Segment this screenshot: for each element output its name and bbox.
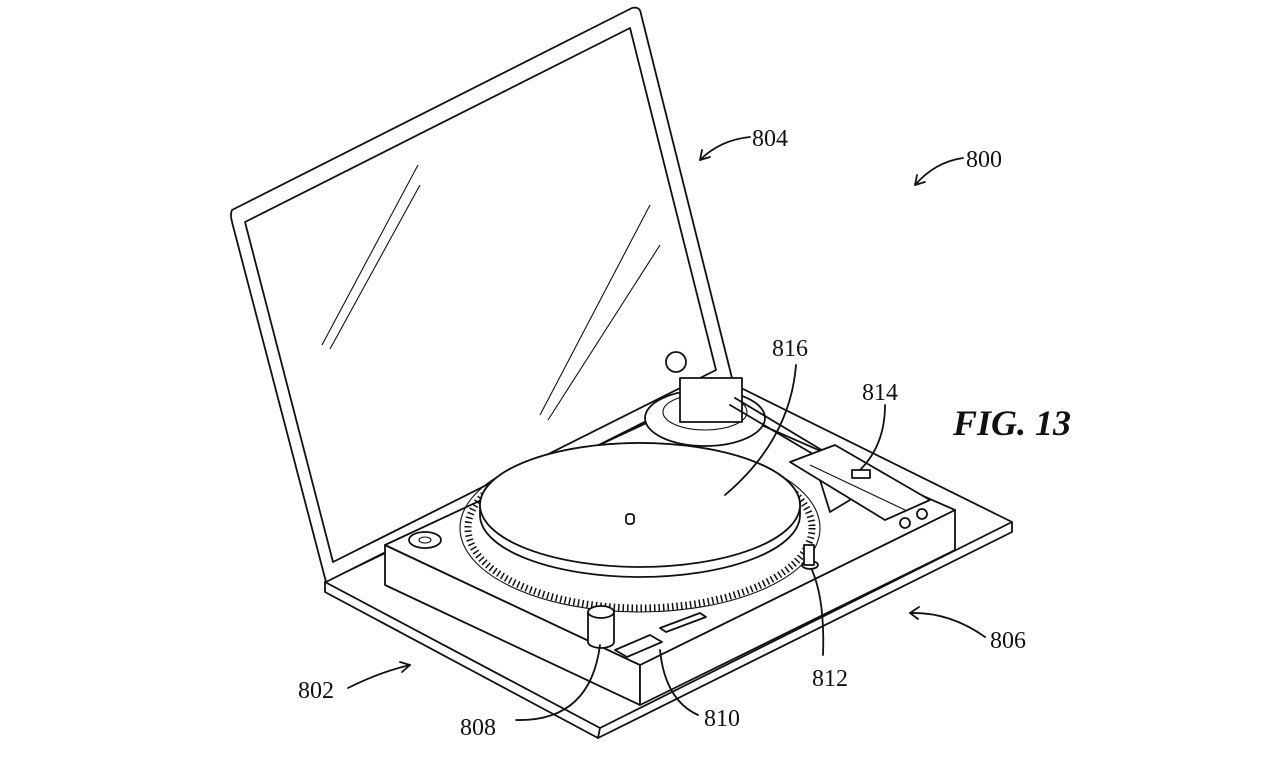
label-806: 806 bbox=[990, 628, 1026, 654]
label-814: 814 bbox=[862, 380, 898, 406]
turntable-module bbox=[384, 351, 956, 706]
label-810: 810 bbox=[704, 706, 740, 732]
label-812: 812 bbox=[812, 666, 848, 692]
label-816: 816 bbox=[772, 336, 808, 362]
pitch-slider bbox=[789, 444, 931, 521]
leader-lines bbox=[347, 136, 986, 721]
spindle bbox=[625, 513, 635, 525]
figure-title: FIG. 13 bbox=[952, 403, 1071, 443]
knob bbox=[587, 611, 615, 649]
label-802: 802 bbox=[298, 678, 334, 704]
start-button bbox=[614, 634, 663, 658]
label-804: 804 bbox=[752, 126, 788, 152]
label-800: 800 bbox=[966, 147, 1002, 173]
label-808: 808 bbox=[460, 715, 496, 741]
